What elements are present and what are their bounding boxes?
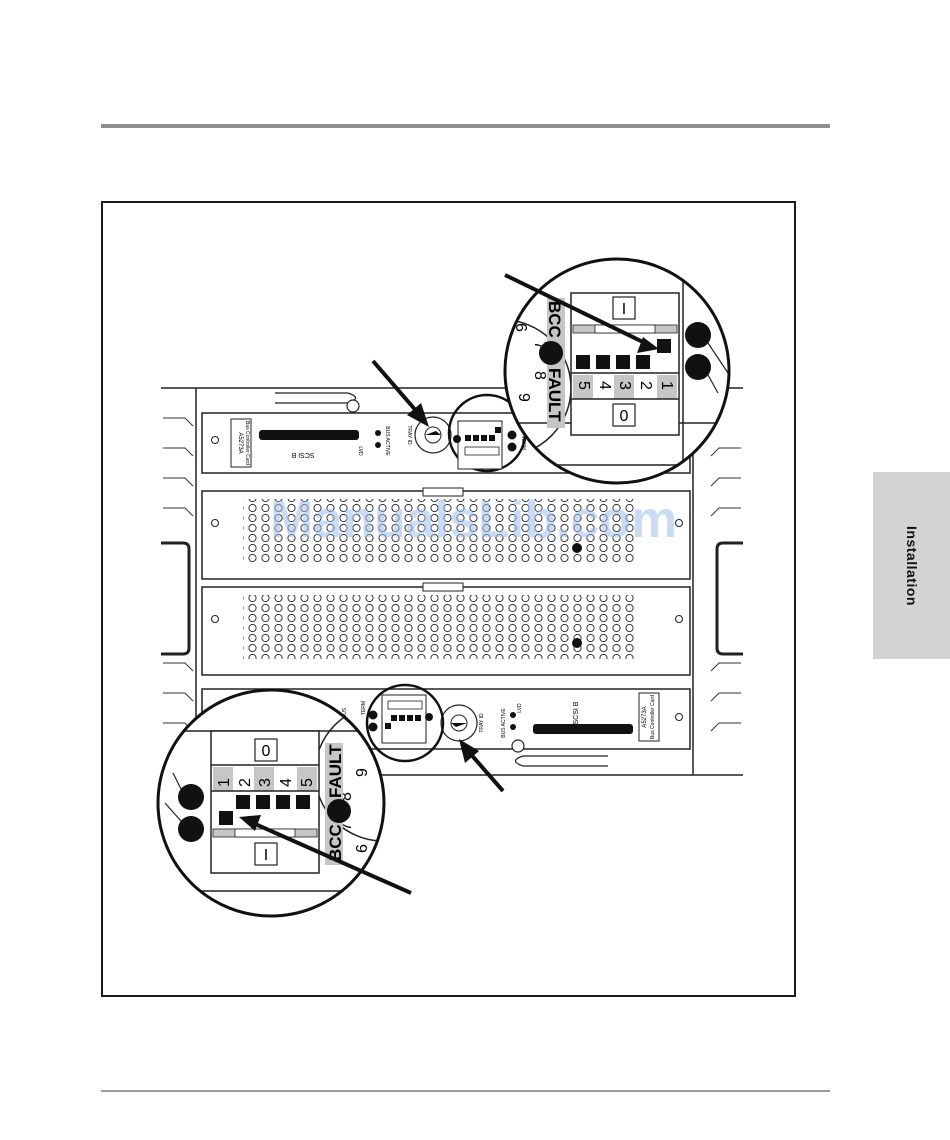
upper-switch-number-4: 4 (596, 381, 613, 390)
lower-card-label: A5273A (642, 706, 648, 727)
upper-port-label: SCSI B (291, 451, 314, 458)
lower-switch-number-1: 1 (216, 778, 233, 787)
lower-switch-number-5: 5 (299, 778, 316, 787)
side-tab-label: Installation (904, 526, 920, 606)
lower-lvd-label: LVD (517, 703, 523, 713)
header-rule (101, 124, 830, 128)
lower-lvd-led (510, 712, 516, 718)
lower-switch-number-3: 3 (257, 778, 274, 787)
upper-bus-active-led (375, 430, 381, 436)
upper-lvd-label: LVD (357, 446, 363, 456)
lower-fault-led (327, 799, 351, 823)
upper-lvd-led (375, 442, 381, 448)
lower-term-label: TERM (361, 701, 367, 715)
upper-fault-led (539, 341, 563, 365)
upper-card-label: A5273A (237, 432, 243, 453)
lower-bus-active-led (510, 724, 516, 730)
upper-bcc-label: BCC (545, 301, 564, 338)
upper-switch-number-1: 1 (658, 381, 675, 390)
lower-bus-active-label: BUS ACTIVE (501, 708, 507, 738)
footer-rule (101, 1090, 830, 1092)
upper-dial-number-4: 9 (515, 393, 532, 402)
lower-dial-number-1: 9 (354, 768, 371, 777)
upper-switch-number-5: 5 (575, 381, 592, 390)
upper-scsi-connector (259, 430, 359, 440)
section-side-tab[interactable]: Installation (873, 472, 950, 659)
lower-blank-panel (202, 583, 690, 675)
lower-dial-number-4: 6 (354, 844, 371, 853)
lower-scsi-connector (533, 724, 633, 734)
lower-fault-label: FAULT (326, 744, 345, 798)
upper-bottom-cell: 0 (620, 408, 629, 425)
lower-card-sublabel: Bus Controller Card (650, 695, 656, 739)
lower-top-cell: 0 (262, 743, 271, 760)
upper-tray-id-label: TRAY ID (406, 425, 412, 445)
enclosure-diagram: A5273A Bus Controller Card SCSI B BUS AC… (103, 203, 796, 997)
lower-tray-id-label: TRAY ID (479, 713, 485, 733)
upper-blank-panel (202, 488, 690, 579)
upper-switch-number-2: 2 (637, 381, 654, 390)
upper-switch-number-3: 3 (616, 381, 633, 390)
lower-term-led-zoom (178, 784, 204, 810)
upper-bus-led-zoom (685, 354, 711, 380)
lower-bottom-cell: I (264, 847, 268, 864)
lower-bus-led-zoom (178, 816, 204, 842)
upper-bus-active-label: BUS ACTIVE (384, 426, 390, 456)
upper-top-cell: I (622, 301, 626, 318)
upper-fault-label: FAULT (545, 368, 564, 422)
lower-switch-number-2: 2 (237, 778, 254, 787)
upper-term-led-zoom (685, 322, 711, 348)
upper-card-sublabel: Bus Controller Card (244, 421, 250, 465)
figure-frame: A5273A Bus Controller Card SCSI B BUS AC… (101, 201, 796, 997)
lower-switch-number-4: 4 (278, 778, 295, 787)
upper-term-label: TERM (520, 436, 526, 450)
lower-port-label: SCSI B (573, 701, 580, 724)
